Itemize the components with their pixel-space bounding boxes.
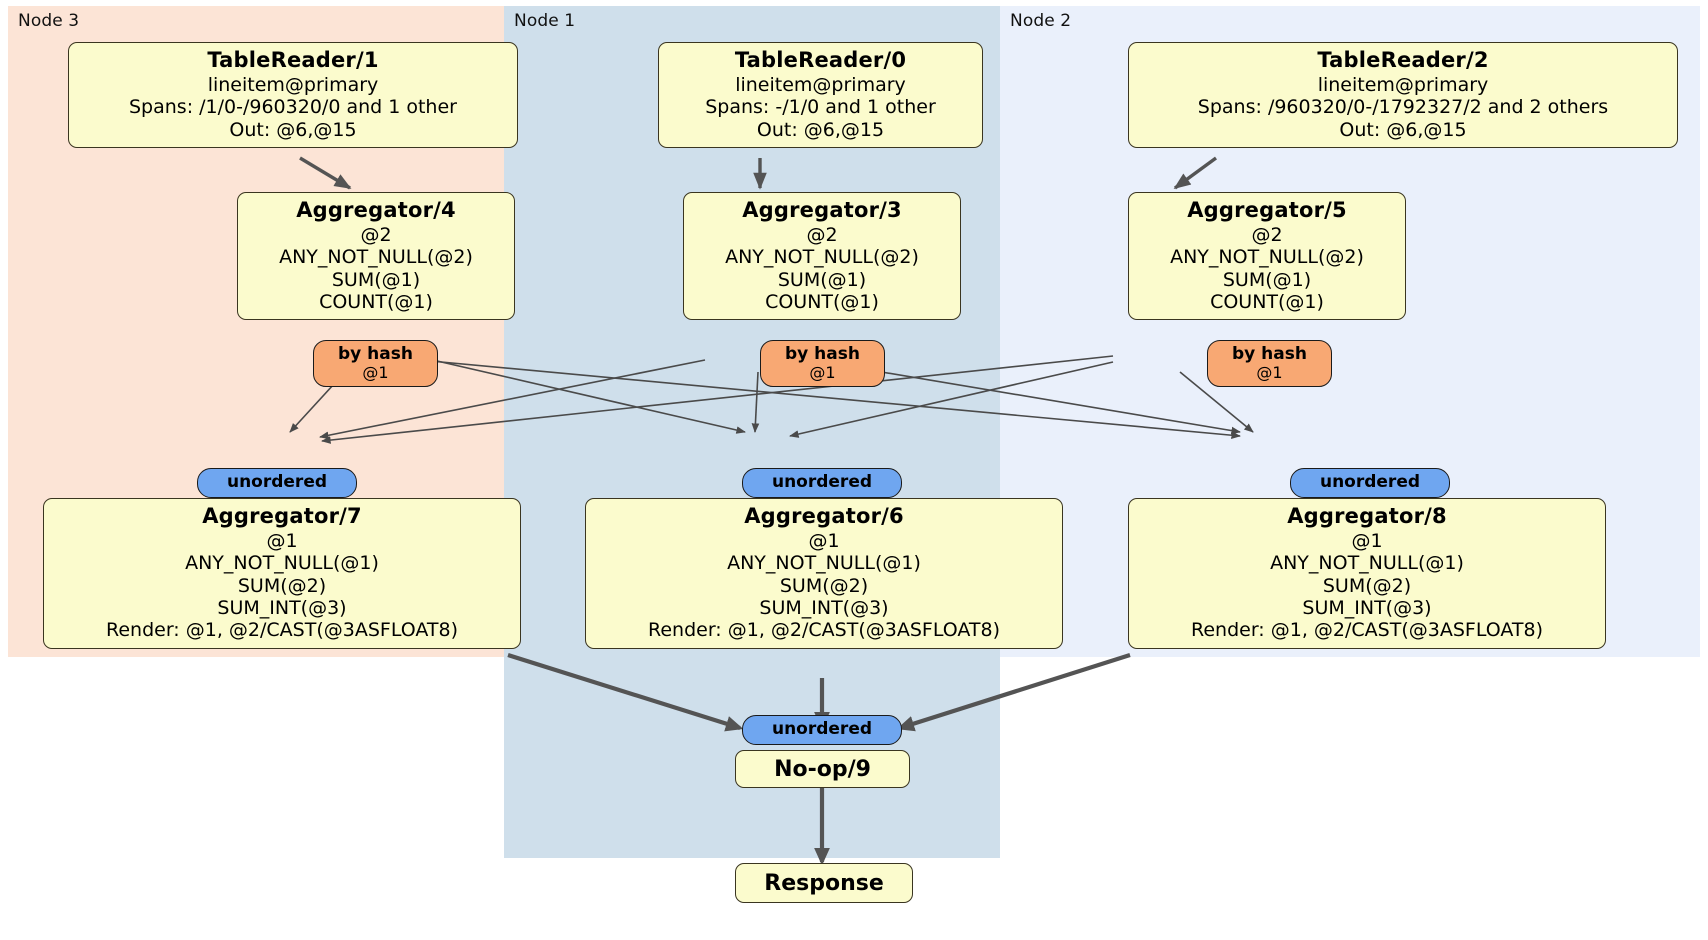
sync-unordered-left[interactable]: unordered xyxy=(197,468,357,498)
processor-no-op-9[interactable]: No-op/9 xyxy=(735,750,910,788)
processor-line: ANY_NOT_NULL(@2) xyxy=(1170,246,1364,269)
sync-unordered-right[interactable]: unordered xyxy=(1290,468,1450,498)
processor-line: COUNT(@1) xyxy=(1210,290,1324,313)
processor-aggregator-5[interactable]: Aggregator/5 @2 ANY_NOT_NULL(@2) SUM(@1)… xyxy=(1128,192,1406,321)
processor-line: lineitem@primary xyxy=(207,73,379,96)
processor-line: @2 xyxy=(1251,223,1283,246)
processor-line: SUM_INT(@3) xyxy=(1302,596,1432,619)
processor-line: SUM(@2) xyxy=(237,574,327,597)
router-by-hash-mid[interactable]: by hash @1 xyxy=(760,340,885,388)
processor-line: @2 xyxy=(360,223,392,246)
processor-line: SUM(@2) xyxy=(1322,574,1412,597)
processor-line: SUM(@1) xyxy=(331,268,421,291)
processor-response[interactable]: Response xyxy=(735,863,913,903)
sync-label: unordered xyxy=(771,719,873,739)
processor-title: TableReader/0 xyxy=(734,48,907,72)
processor-line: Render: @1, @2/CAST(@3ASFLOAT8) xyxy=(648,619,1000,642)
processor-line: SUM(@2) xyxy=(779,574,869,597)
processor-line: Spans: -/1/0 and 1 other xyxy=(705,96,936,119)
processor-line: Out: @6,@15 xyxy=(229,118,357,141)
processor-line: SUM(@1) xyxy=(777,268,867,291)
router-by-hash-right[interactable]: by hash @1 xyxy=(1207,340,1332,388)
processor-line: COUNT(@1) xyxy=(319,290,433,313)
processor-tablereader-2[interactable]: TableReader/2 lineitem@primary Spans: /9… xyxy=(1128,42,1678,148)
router-label: by hash xyxy=(338,344,413,364)
processor-title: Aggregator/6 xyxy=(744,504,904,528)
processor-title: Aggregator/5 xyxy=(1187,198,1347,222)
processor-line: Render: @1, @2/CAST(@3ASFLOAT8) xyxy=(1191,619,1543,642)
processor-line: lineitem@primary xyxy=(1317,73,1489,96)
router-column: @1 xyxy=(362,362,389,382)
processor-aggregator-4[interactable]: Aggregator/4 @2 ANY_NOT_NULL(@2) SUM(@1)… xyxy=(237,192,515,321)
processor-line: SUM_INT(@3) xyxy=(759,596,889,619)
sync-label: unordered xyxy=(771,472,873,492)
processor-line: ANY_NOT_NULL(@1) xyxy=(727,552,921,575)
processor-line: @1 xyxy=(266,529,298,552)
processor-aggregator-6[interactable]: Aggregator/6 @1 ANY_NOT_NULL(@1) SUM(@2)… xyxy=(585,498,1063,649)
processor-title: Aggregator/8 xyxy=(1287,504,1447,528)
processor-tablereader-1[interactable]: TableReader/1 lineitem@primary Spans: /1… xyxy=(68,42,518,148)
processor-line: COUNT(@1) xyxy=(765,290,879,313)
processor-title: No-op/9 xyxy=(774,756,871,782)
processor-title: TableReader/1 xyxy=(207,48,379,72)
processor-line: lineitem@primary xyxy=(735,73,906,96)
processor-line: SUM_INT(@3) xyxy=(217,596,347,619)
processor-line: ANY_NOT_NULL(@1) xyxy=(185,552,379,575)
processor-aggregator-7[interactable]: Aggregator/7 @1 ANY_NOT_NULL(@1) SUM(@2)… xyxy=(43,498,521,649)
sync-label: unordered xyxy=(226,472,328,492)
node-panel-label-node-1: Node 1 xyxy=(514,11,576,31)
processor-line: @1 xyxy=(808,529,840,552)
processor-line: Render: @1, @2/CAST(@3ASFLOAT8) xyxy=(106,619,458,642)
processor-line: Out: @6,@15 xyxy=(756,118,885,141)
processor-title: Response xyxy=(764,870,884,896)
router-by-hash-left[interactable]: by hash @1 xyxy=(313,340,438,388)
router-column: @1 xyxy=(1256,362,1283,382)
processor-title: TableReader/2 xyxy=(1317,48,1489,72)
processor-line: @2 xyxy=(806,223,838,246)
processor-aggregator-8[interactable]: Aggregator/8 @1 ANY_NOT_NULL(@1) SUM(@2)… xyxy=(1128,498,1606,649)
processor-line: SUM(@1) xyxy=(1222,268,1312,291)
router-column: @1 xyxy=(809,362,836,382)
sync-label: unordered xyxy=(1319,472,1421,492)
processor-title: Aggregator/3 xyxy=(742,198,902,222)
processor-line: ANY_NOT_NULL(@2) xyxy=(279,246,473,269)
sync-unordered-mid[interactable]: unordered xyxy=(742,468,902,498)
processor-line: Spans: /960320/0-/1792327/2 and 2 others xyxy=(1197,96,1609,119)
router-label: by hash xyxy=(785,344,860,364)
processor-tablereader-0[interactable]: TableReader/0 lineitem@primary Spans: -/… xyxy=(658,42,983,148)
router-label: by hash xyxy=(1232,344,1307,364)
node-panel-label-node-3: Node 3 xyxy=(18,11,80,31)
node-panel-label-node-2: Node 2 xyxy=(1010,11,1072,31)
processor-title: Aggregator/7 xyxy=(202,504,362,528)
processor-aggregator-3[interactable]: Aggregator/3 @2 ANY_NOT_NULL(@2) SUM(@1)… xyxy=(683,192,961,321)
processor-line: ANY_NOT_NULL(@1) xyxy=(1270,552,1464,575)
processor-title: Aggregator/4 xyxy=(296,198,456,222)
processor-line: @1 xyxy=(1351,529,1383,552)
processor-line: Out: @6,@15 xyxy=(1339,118,1467,141)
sync-unordered-final[interactable]: unordered xyxy=(742,715,902,745)
processor-line: ANY_NOT_NULL(@2) xyxy=(725,246,919,269)
processor-line: Spans: /1/0-/960320/0 and 1 other xyxy=(129,96,457,119)
